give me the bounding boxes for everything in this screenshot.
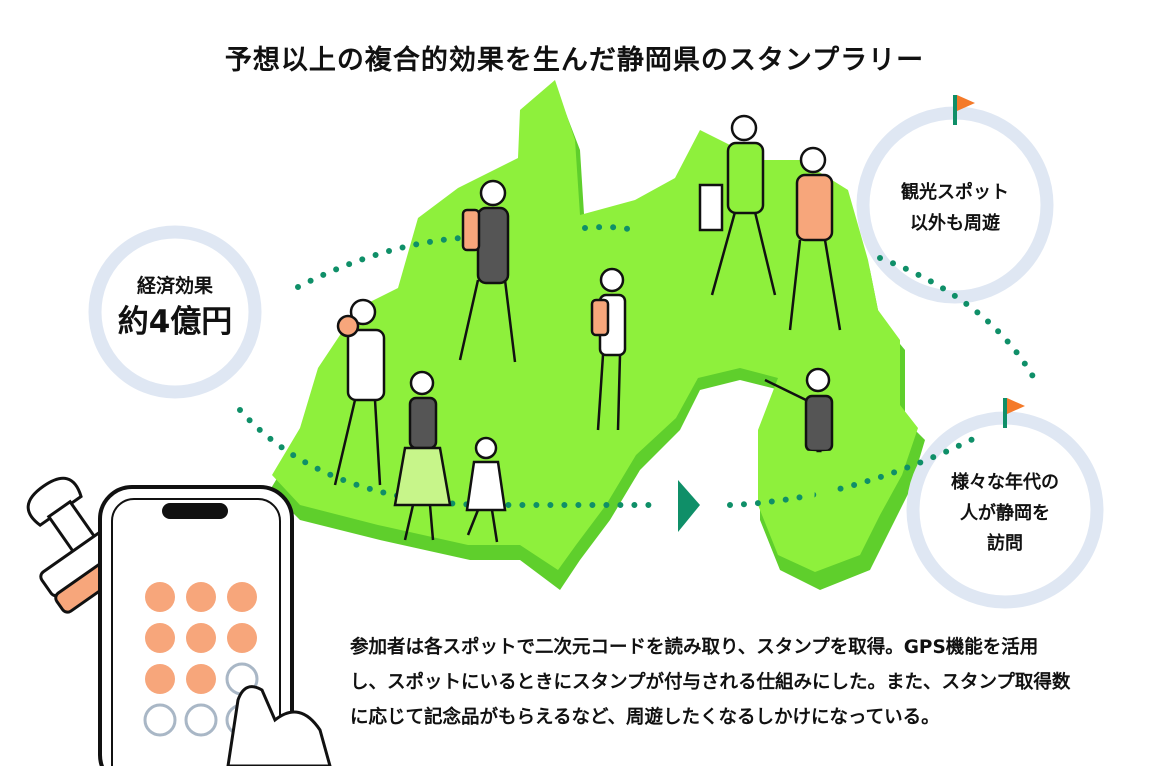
flag-icon [953, 95, 975, 125]
people-illustration [333, 114, 842, 543]
stamp-filled [186, 664, 216, 694]
generations-line-3: 訪問 [987, 533, 1023, 555]
route-dotted-path [237, 224, 1038, 508]
description-line: し、スポットにいるときにスタンプが付与される仕組みにした。また、スタンプ取得数 [350, 672, 1071, 693]
tourism-line-1: 観光スポット [901, 182, 1009, 203]
generations-effect: 様々な年代の 人が静岡を 訪問 [915, 468, 1095, 560]
tourism-effect: 観光スポット 以外も周遊 [865, 178, 1045, 239]
description-text: 参加者は各スポットで二次元コードを読み取り、スタンプを取得。GPS機能を活用 し… [350, 630, 1130, 735]
stamp-empty [184, 703, 218, 737]
arrow-icon [678, 480, 700, 532]
tourism-line-2: 以外も周遊 [910, 212, 1000, 234]
stamp-filled [145, 623, 175, 653]
stamp-filled [186, 582, 216, 612]
stamp-filled [227, 582, 257, 612]
stamp-filled [145, 664, 175, 694]
economic-effect-label: 経済効果 [136, 275, 213, 297]
stamp-filled [227, 623, 257, 653]
description-line: に応じて記念品がもらえるなど、周遊したくなるしかけになっている。 [350, 707, 940, 728]
economic-effect: 経済効果 約4億円 [95, 270, 255, 343]
stamp-filled [145, 582, 175, 612]
description-line: 参加者は各スポットで二次元コードを読み取り、スタンプを取得。GPS機能を活用 [350, 637, 1039, 658]
economic-effect-value: 約4億円 [117, 304, 233, 341]
flag-icon [1003, 398, 1025, 428]
hand [226, 685, 332, 766]
page-title: 予想以上の複合的効果を生んだ静岡県のスタンプラリー [224, 45, 925, 76]
generations-line-2: 人が静岡を [960, 502, 1050, 524]
stamp-empty [143, 703, 177, 737]
economic-ring [88, 225, 262, 399]
stamp-grid [143, 582, 259, 737]
generations-line-1: 様々な年代の [951, 472, 1059, 493]
stamp-filled [186, 623, 216, 653]
